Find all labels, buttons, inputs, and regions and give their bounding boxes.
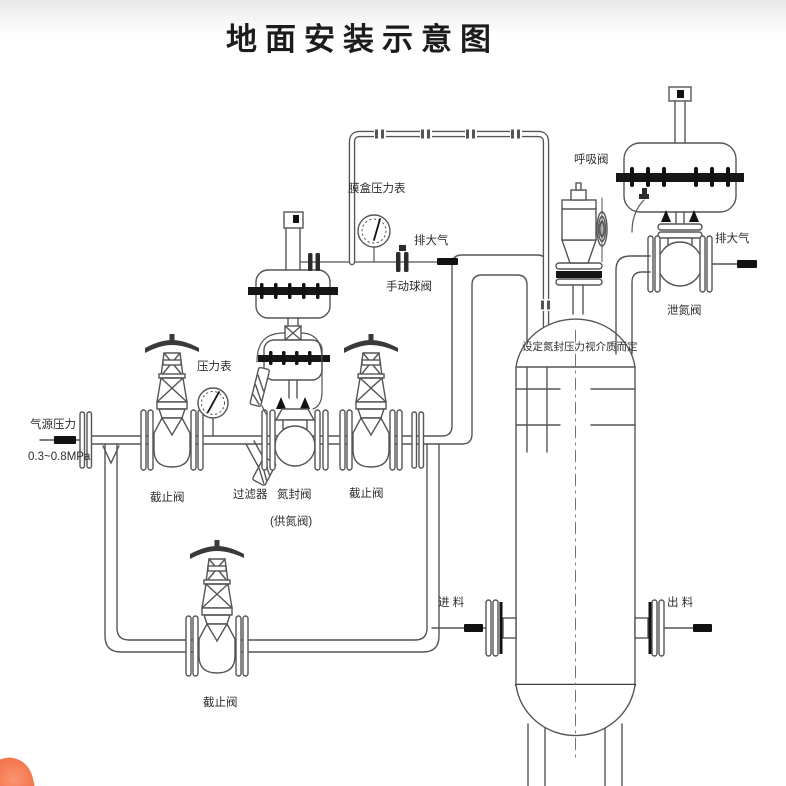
page-title: 地面安装示意图 bbox=[226, 22, 499, 57]
nitrogen-relief-valve-label: 泄氮阀 bbox=[667, 305, 702, 317]
sensing-header bbox=[299, 253, 438, 271]
stop-valve-3 bbox=[185, 539, 249, 677]
air-supply-arrow bbox=[39, 411, 93, 469]
capsule-gauge-label: 膜盒压力表 bbox=[348, 183, 406, 195]
air-supply-label: 气源压力 bbox=[30, 419, 76, 431]
vent-arrow-top bbox=[437, 258, 458, 265]
tank-legs bbox=[527, 723, 623, 786]
stop-valve-1-label: 截止阀 bbox=[150, 492, 185, 504]
stop-valve-2 bbox=[339, 333, 403, 471]
breathing-valve bbox=[555, 182, 608, 315]
stop-valve-3-label: 截止阀 bbox=[203, 697, 238, 709]
capsule-pressure-gauge bbox=[357, 214, 391, 263]
inline-pressure-gauge bbox=[197, 387, 229, 437]
nitrogen-supply-valve-sublabel: (供氮阀) bbox=[270, 516, 313, 528]
page-top-shading bbox=[0, 0, 786, 36]
vent-atmosphere-top-label: 排大气 bbox=[414, 235, 449, 247]
bypass-pipe bbox=[102, 443, 440, 653]
tank-note-label: 设定氮封压力视介质而定 bbox=[522, 341, 638, 353]
stop-valve-1 bbox=[140, 333, 204, 471]
nitrogen-seal-valve bbox=[248, 211, 338, 471]
filter-label: 过滤器 bbox=[233, 489, 268, 501]
nitrogen-relief-valve bbox=[615, 86, 757, 355]
pressure-gauge-label: 压力表 bbox=[197, 361, 232, 373]
discharge-nozzle bbox=[634, 599, 712, 657]
nitrogen-seal-valve-label: 氮封阀 bbox=[277, 489, 312, 501]
stop-valve-2-label: 截止阀 bbox=[349, 488, 384, 500]
feed-inlet-label: 进 料 bbox=[438, 597, 465, 609]
discharge-outlet-label: 出 料 bbox=[667, 597, 694, 609]
sensing-tube bbox=[348, 128, 552, 336]
feed-inlet-nozzle bbox=[431, 599, 517, 657]
breathing-valve-label: 呼吸阀 bbox=[574, 154, 609, 166]
manual-ball-valve bbox=[396, 245, 409, 272]
manual-ball-valve-label: 手动球阀 bbox=[386, 281, 432, 293]
header-flange-pair bbox=[411, 411, 425, 469]
vent-atmosphere-right-label: 排大气 bbox=[715, 233, 750, 245]
storage-tank bbox=[514, 318, 637, 758]
air-supply-pressure-label: 0.3~0.8MPa bbox=[28, 451, 91, 463]
